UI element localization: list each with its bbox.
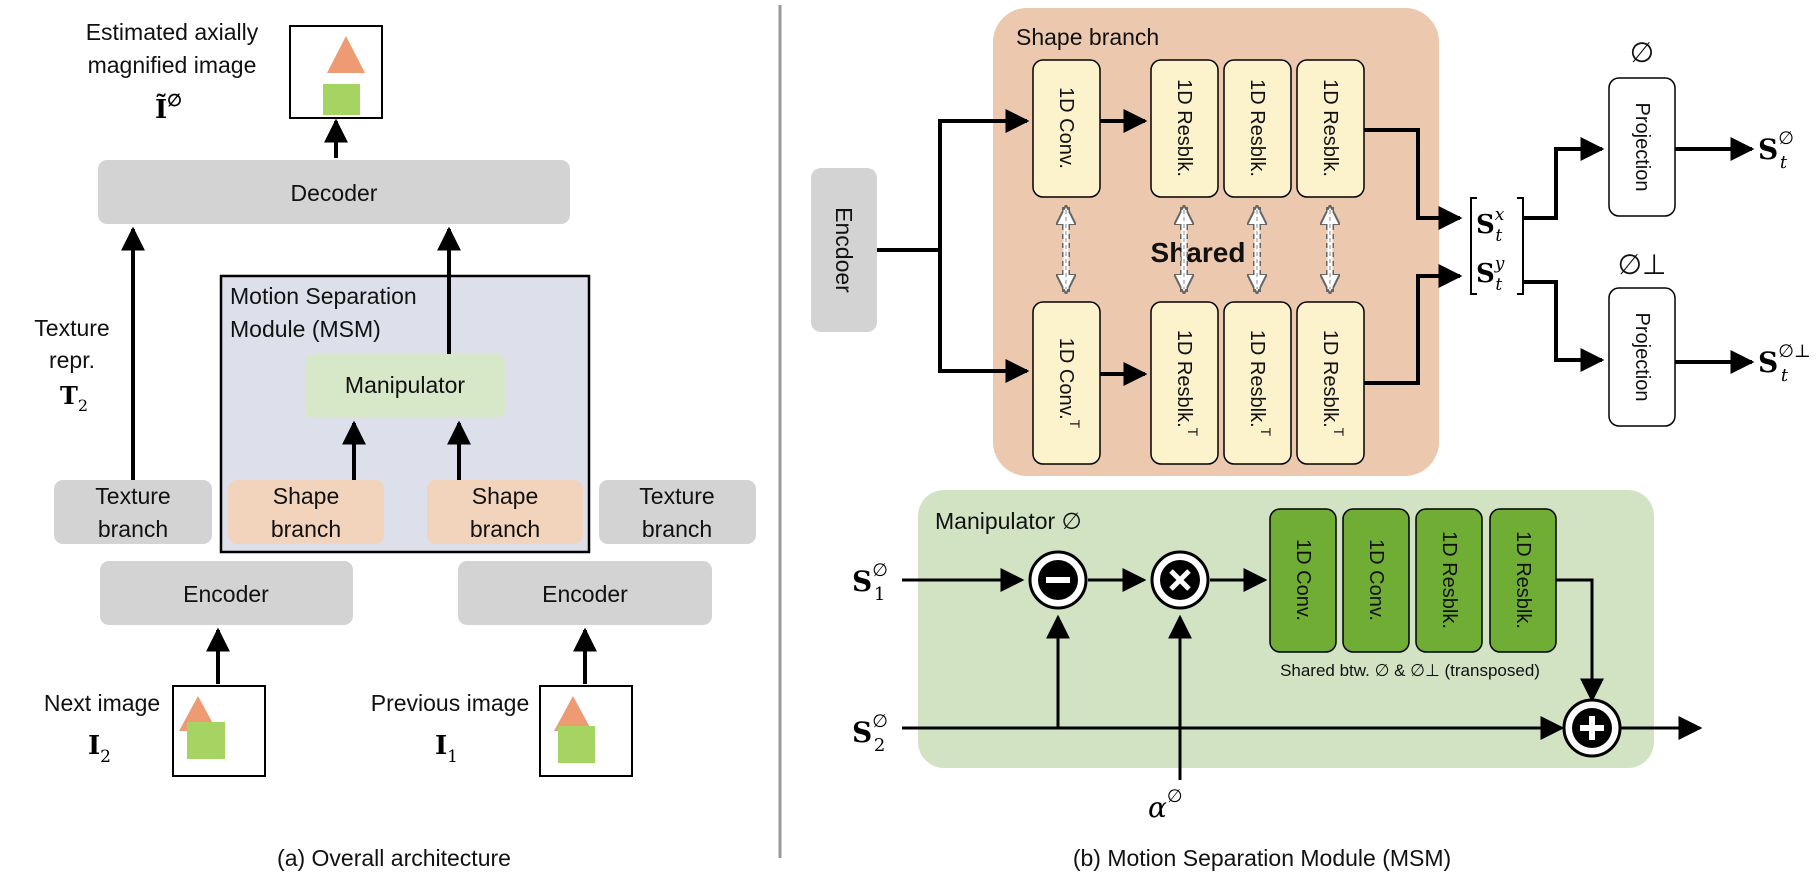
shared-label: Shared [1151,237,1246,268]
bottom-block-conv-label: 1D Conv.T [1055,338,1083,429]
manipulator-block-row: 1D Conv. 1D Conv. 1D Resblk. 1D Resblk. [1269,508,1557,653]
top-block-conv [1032,59,1101,198]
top-block-resblk [1223,59,1292,198]
bottom-block-conv [1032,301,1101,465]
manip-block-label: 1D Conv. [1365,539,1387,621]
manip-block-label: 1D Resblk. [1512,531,1534,629]
shared-note: Shared btw. ∅ & ∅⊥ (transposed) [1280,661,1540,680]
bottom-block-resblk [1223,301,1292,465]
plus-icon-bar [1589,716,1595,740]
shape-branch-title: Shape branch [1016,24,1159,50]
top-block-resblk-label: 1D Resblk. [1319,79,1341,177]
panel-a: Estimated axially magnified image Ĩ∅ Dec… [34,19,756,871]
texture-repr-line2: repr. [49,347,95,373]
right-bracket [1517,197,1524,295]
texture-branch-right-line2: branch [642,516,712,542]
decoder-label: Decoder [291,180,378,206]
encoder-right-label: Encoder [542,581,628,607]
arrow [1364,128,1463,230]
caption-a: (a) Overall architecture [277,845,511,871]
output-symbol: Ĩ∅ [155,91,182,125]
texture-branch-right-line1: Texture [639,483,714,509]
square-shape [187,722,225,759]
encdoer-box [811,168,877,332]
output-st-phi-perp: S∅⊥t [1758,341,1811,386]
bottom-block-resblk-label: 1D Resblk.T [1246,330,1274,437]
top-block-row: 1D Conv. 1D Resblk. 1D Resblk. 1D Resblk… [1032,59,1365,198]
manip-block-label: 1D Resblk. [1438,531,1460,629]
encoder-right [458,561,712,625]
bottom-block-resblk-label: 1D Resblk.T [1173,330,1201,437]
top-block-resblk-label: 1D Resblk. [1173,79,1195,177]
next-image-label: Next image [44,690,160,716]
decoder-box [98,160,570,224]
manip-block-conv [1269,508,1337,653]
shape-branch-left-line2: branch [271,516,341,542]
shape-branch-right-line1: Shape [472,483,539,509]
arrow [1364,264,1463,385]
output-st-phi: S∅t [1758,128,1794,173]
projection-bottom [1608,287,1676,427]
manipulator-box [305,354,505,418]
msm-title-line1: Motion Separation [230,283,417,309]
manip-block-resblk [1415,508,1483,653]
top-block-conv-label: 1D Conv. [1055,87,1077,169]
top-block-resblk-label: 1D Resblk. [1246,79,1268,177]
left-bracket [1470,197,1477,295]
texture-repr-symbol: T2 [60,381,88,415]
output-label-line1: Estimated axially [86,19,259,45]
arrow [877,109,1030,252]
triangle-shape [554,696,592,731]
manip-block-conv [1342,508,1410,653]
bottom-block-row: 1D Conv.T 1D Resblk.T 1D Resblk.T 1D Res… [1032,301,1365,465]
s1-phi-symbol: S∅1 [852,560,888,605]
arrow [1556,578,1604,703]
projection-top-label: Projection [1631,103,1653,192]
shape-branch-left [228,480,384,544]
previous-image-label: Previous image [371,690,530,716]
encoder-left [100,561,353,625]
manip-block-label: 1D Conv. [1292,539,1314,621]
square-shape [558,726,595,763]
arrow [1523,280,1605,372]
encoder-left-label: Encoder [183,581,269,607]
texture-branch-left [54,480,212,544]
projection-bottom-symbol: ∅⊥ [1618,249,1667,280]
bottom-block-resblk [1150,301,1219,465]
manipulator-label: Manipulator [345,372,466,398]
arrow [1523,137,1605,220]
next-image-symbol: I2 [88,731,111,767]
msm-title-line2: Module (MSM) [230,316,381,342]
shape-branch-right [427,480,583,544]
square-shape [323,84,360,115]
triangle-shape [327,36,365,73]
output-label: Estimated axially magnified image Ĩ∅ [86,19,259,125]
arrow [938,250,1030,383]
manipulator-title: Manipulator ∅ [935,508,1082,534]
bottom-block-resblk-label: 1D Resblk.T [1319,330,1347,437]
shape-branch-right-line2: branch [470,516,540,542]
minus-icon-bar [1046,577,1070,583]
shape-branch-left-line1: Shape [273,483,340,509]
s2-phi-symbol: S∅2 [852,711,888,756]
previous-image-symbol: I1 [435,731,458,767]
projection-bottom-label: Projection [1631,313,1653,402]
multiply-icon-stroke [1169,569,1191,591]
alpha-phi-symbol: α∅ [1148,786,1183,824]
panel-b: Encdoer Shape branch Shared 1D Conv. 1D … [811,8,1811,871]
encdoer-label: Encdoer [831,207,857,293]
projection-top-symbol: ∅ [1630,37,1654,68]
output-label-line2: magnified image [88,52,257,78]
caption-b: (b) Motion Separation Module (MSM) [1073,845,1451,871]
top-block-resblk [1150,59,1219,198]
texture-branch-left-line1: Texture [95,483,170,509]
texture-branch-left-line2: branch [98,516,168,542]
texture-repr-line1: Texture [34,315,109,341]
texture-branch-right [599,480,756,544]
